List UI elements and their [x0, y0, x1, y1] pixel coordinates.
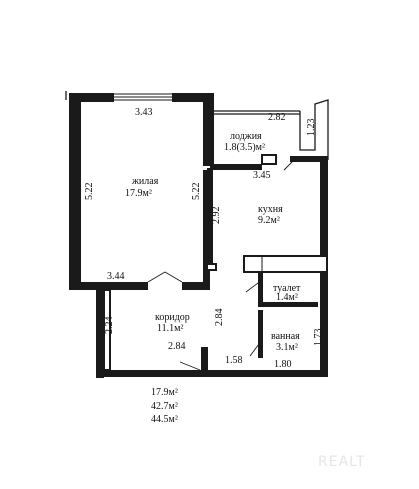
- dim-bath-bottom: 1.80: [274, 359, 292, 370]
- living-wall-bottom-right: [182, 282, 210, 290]
- area-totals: 17.9м² 42.7м² 44.5м²: [151, 387, 178, 425]
- dim-living-right: 5.22: [191, 183, 202, 201]
- entry-door: [179, 361, 201, 371]
- kitchen-counter: [243, 255, 328, 273]
- room-toilet-name: туалет: [273, 283, 301, 294]
- toilet-wall-left: [258, 272, 263, 302]
- kitchen-wall-top-right: [290, 156, 328, 162]
- dim-kitchen-left: 2.92: [211, 207, 222, 225]
- balcony-door-block: [261, 154, 277, 165]
- dim-corridor-mid: 1.58: [225, 355, 243, 366]
- living-wall-right: [203, 93, 214, 166]
- room-toilet-area: 1.4м²: [276, 292, 298, 303]
- dim-corridor-left: 2.24: [104, 317, 115, 335]
- room-corridor-area: 11.1м²: [157, 323, 183, 334]
- dim-living-bottom: 3.44: [107, 271, 125, 282]
- corridor-wall-left: [96, 290, 104, 378]
- room-kitchen-area: 9.2м²: [258, 215, 280, 226]
- total-with-loggia: 44.5м²: [151, 414, 178, 425]
- dim-corridor-right: 2.84: [214, 309, 225, 327]
- room-living-area: 17.9м²: [125, 188, 152, 199]
- bath-wall-left: [258, 310, 263, 358]
- walls: [65, 91, 329, 378]
- room-loggia-name: лоджия: [230, 131, 262, 142]
- toilet-wall-bottom: [258, 302, 318, 307]
- corridor-inner-left: [103, 289, 111, 371]
- room-bathroom-name: ванная: [271, 331, 300, 342]
- living-door-swing: [147, 271, 183, 283]
- room-bathroom-area: 3.1м²: [276, 342, 298, 353]
- dim-living-top: 3.43: [135, 107, 153, 118]
- room-loggia-area: 1.8(3.5)м²: [224, 142, 265, 153]
- kitchen-wall-top: [210, 164, 262, 170]
- corridor-stub: [201, 347, 208, 370]
- dim-corridor-bottom: 2.84: [168, 341, 186, 352]
- toilet-door: [245, 279, 263, 293]
- dim-loggia-top: 2.82: [268, 112, 286, 123]
- room-corridor-name: коридор: [155, 312, 190, 323]
- dim-kitchen-top: 3.45: [253, 170, 271, 181]
- room-labels: жилая 17.9м² лоджия 1.8(3.5)м² кухня 9.2…: [125, 131, 301, 353]
- room-living-name: жилая: [131, 176, 159, 187]
- loggia-right: [299, 99, 329, 160]
- living-wall-top-left: [69, 93, 114, 102]
- balcony-door-swing: [283, 157, 297, 171]
- dim-loggia-right: 1.23: [306, 119, 317, 137]
- corridor-wall-bottom: [96, 370, 328, 377]
- watermark: REALT: [318, 454, 366, 470]
- living-wall-right-lower: [203, 170, 210, 290]
- bath-door: [249, 339, 263, 357]
- living-wall-bottom-left: [69, 282, 148, 290]
- kitchen-door-jamb: [206, 263, 217, 271]
- dim-living-left: 5.22: [84, 183, 95, 201]
- total-living-area: 17.9м²: [151, 387, 178, 398]
- living-wall-left: [69, 93, 81, 290]
- dimension-labels: 3.43 5.22 5.22 3.44 2.82 1.23 3.45 2.92 …: [84, 107, 324, 370]
- kitchen-wall-left: [207, 168, 213, 266]
- room-kitchen-name: кухня: [258, 204, 283, 215]
- total-area: 42.7м²: [151, 401, 178, 412]
- living-wall-top-right: [172, 93, 214, 102]
- dim-bath-right: 1.73: [313, 329, 324, 347]
